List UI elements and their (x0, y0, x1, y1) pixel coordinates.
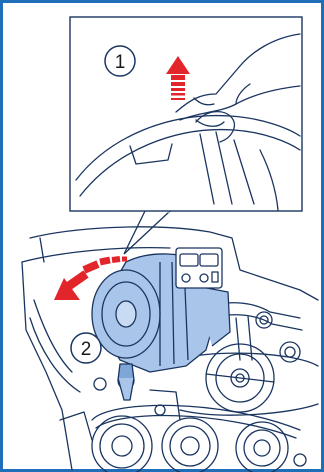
step-1-marker: 1 (105, 46, 135, 76)
step-2-marker: 2 (71, 333, 101, 363)
inset-frame (70, 17, 302, 211)
step-2-number: 2 (81, 339, 92, 360)
connector (176, 248, 222, 288)
step-1-number: 1 (115, 52, 126, 73)
